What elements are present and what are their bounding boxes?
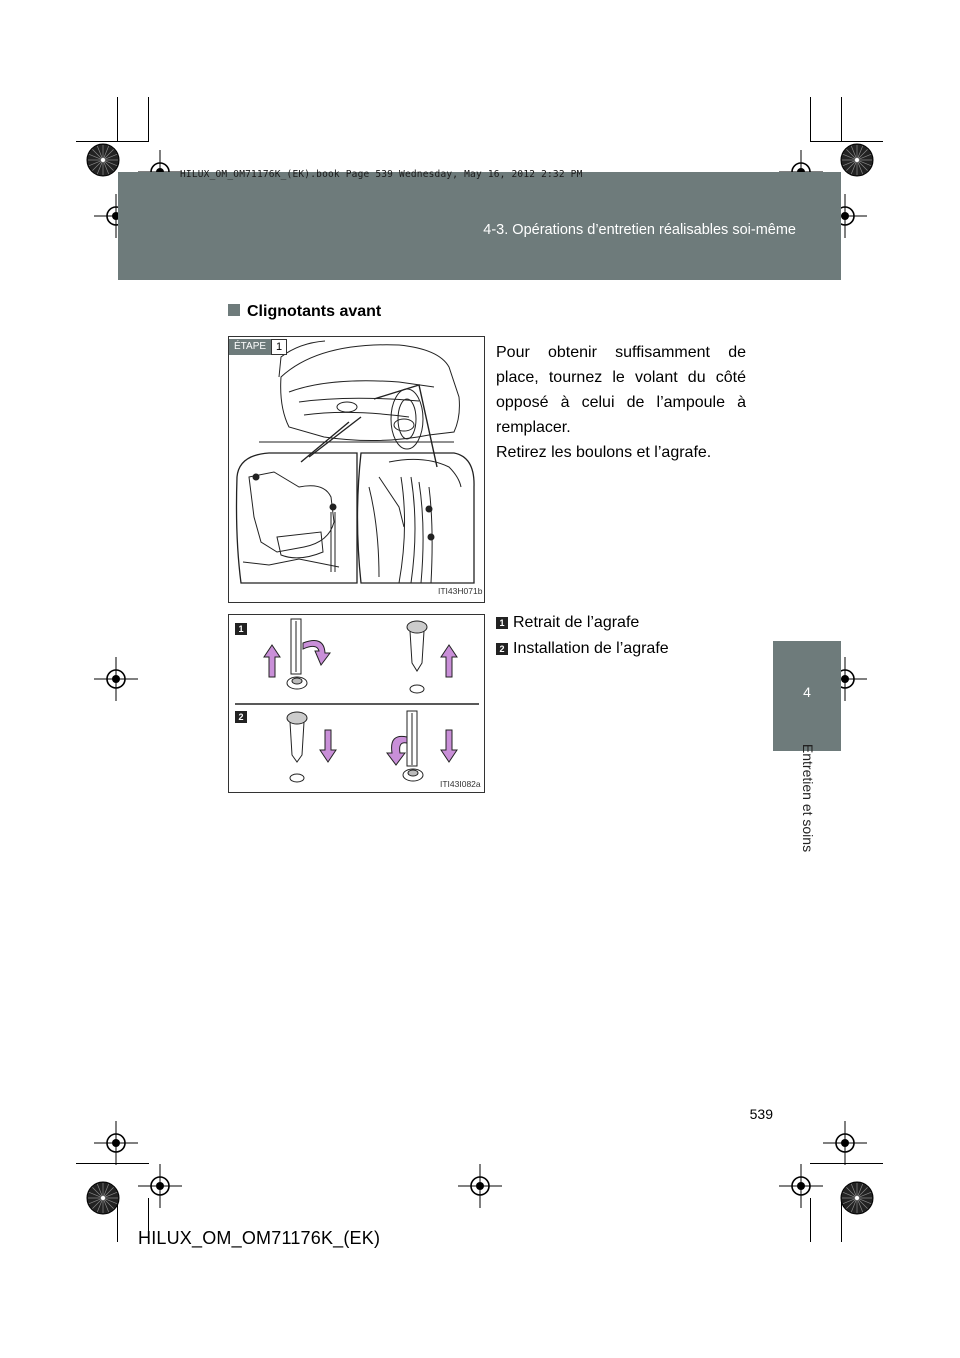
side-tab-label: Entretien et soins: [800, 743, 816, 853]
legend-item: 1 Retrait de l’agrafe: [496, 614, 639, 632]
section-title: 4-3. Opérations d’entretien réalisables …: [483, 222, 796, 238]
legend-badge: 1: [496, 617, 508, 629]
figure-bumper-removal: [228, 336, 485, 603]
step-label: ÉTAPE: [229, 339, 272, 355]
instruction-paragraph: Retirez les boulons et l’agrafe.: [496, 444, 712, 461]
step-number: 1: [271, 339, 288, 355]
page-number: 539: [749, 1106, 773, 1122]
heading-square-icon: [228, 304, 240, 316]
figure-code: ITI43H071b: [438, 586, 483, 596]
side-tab: [773, 641, 841, 751]
manual-code: HILUX_OM_OM71176K_(EK): [138, 1228, 381, 1248]
header-band: [118, 172, 841, 280]
heading-text: Clignotants avant: [247, 303, 382, 320]
clip-illustration: [235, 618, 479, 783]
figure-code: ITI43I082a: [440, 779, 481, 789]
legend-text: Retrait de l’agrafe: [513, 614, 640, 631]
side-tab-number: 4: [803, 684, 811, 700]
figure-badge-1: 1: [235, 623, 247, 635]
legend-text: Installation de l’agrafe: [513, 640, 669, 657]
legend-badge: 2: [496, 643, 508, 655]
car-front-illustration: [235, 340, 475, 584]
figure-clip: [228, 614, 485, 793]
instruction-paragraph: Pour obtenir suffisamment de place, tour…: [496, 344, 746, 436]
section-heading: Clignotants avant: [228, 303, 381, 321]
legend-item: 2 Installation de l’agrafe: [496, 640, 669, 658]
figure-badge-2: 2: [235, 711, 247, 723]
book-slug: HILUX_OM_OM71176K_(EK).book Page 539 Wed…: [180, 169, 583, 180]
